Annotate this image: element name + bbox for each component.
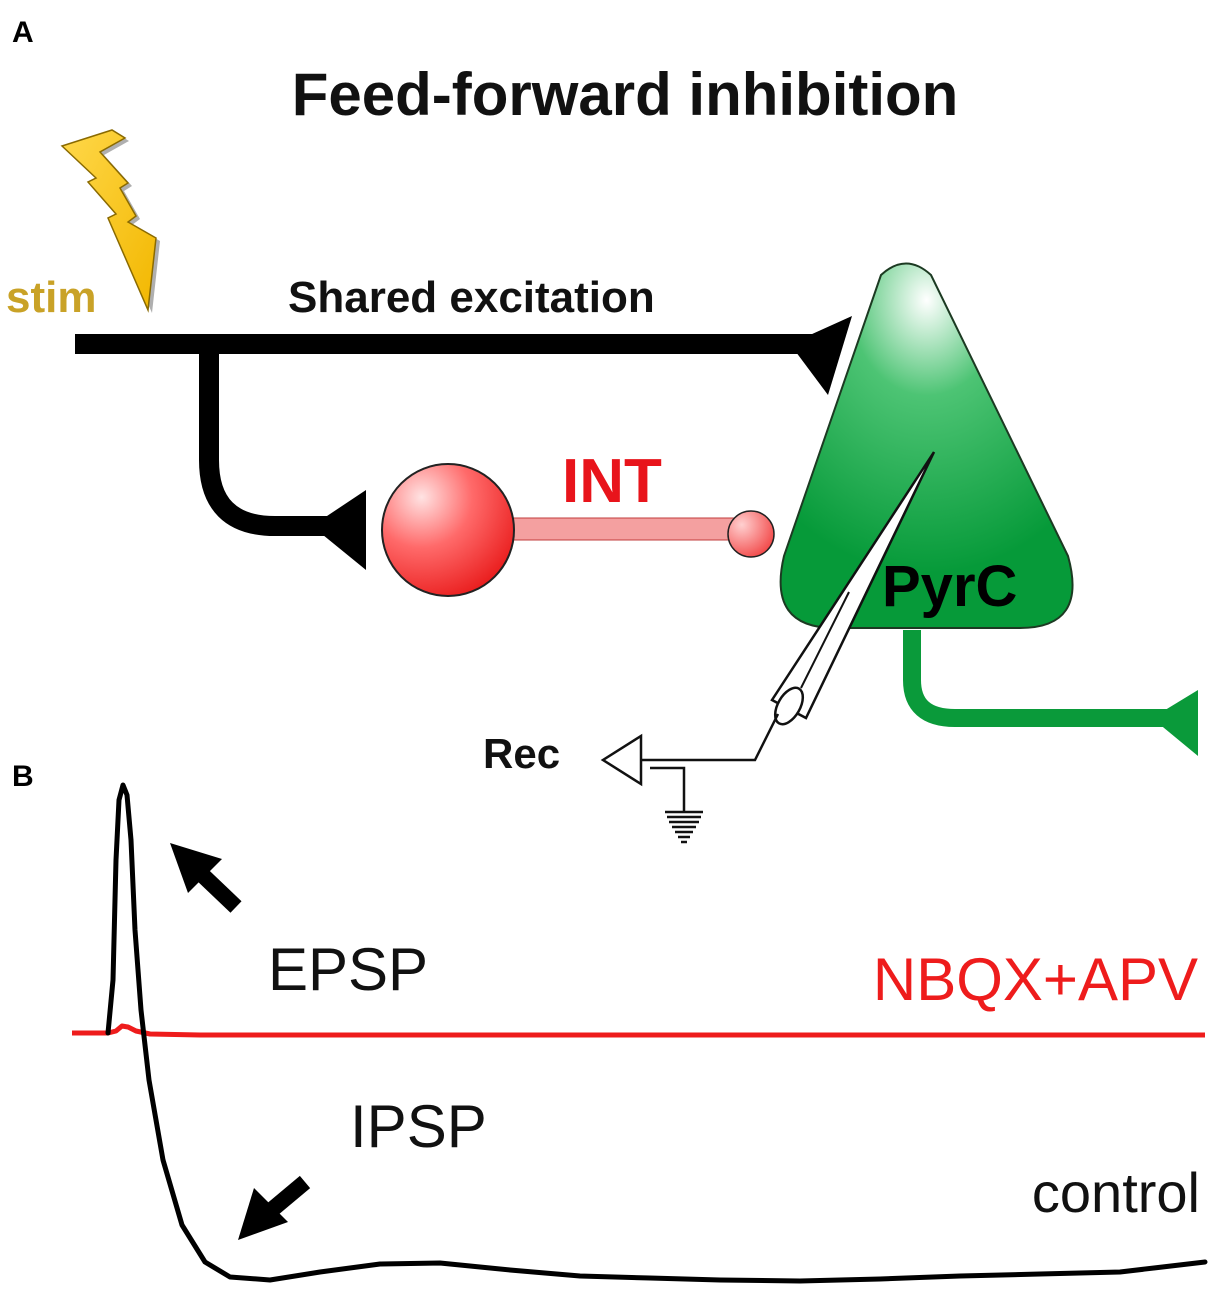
ground-icon	[665, 810, 703, 844]
interneuron-label: INT	[562, 447, 662, 516]
nbqx-apv-label: NBQX+APV	[873, 946, 1198, 1013]
excitatory-synapse-pyrc	[790, 316, 852, 395]
arrow-up-left-icon	[170, 843, 242, 913]
shared-excitation-label: Shared excitation	[288, 273, 655, 322]
excitation-branch-to-int	[199, 344, 335, 536]
epsp-label: EPSP	[268, 936, 428, 1003]
control-label: control	[1032, 1161, 1200, 1224]
panel-b-label: B	[12, 760, 34, 793]
pyramidal-output-synapse	[1152, 690, 1198, 756]
amplifier-icon	[600, 733, 643, 787]
inhibitory-bouton	[727, 510, 775, 558]
figure-title: Feed-forward inhibition	[292, 61, 959, 128]
pyramidal-cell-label: PyrC	[882, 554, 1017, 619]
panel-a-label: A	[12, 16, 34, 49]
recording-label: Rec	[483, 730, 560, 777]
interneuron-soma	[381, 463, 515, 597]
lightning-bolt-icon	[60, 129, 160, 313]
arrow-down-left-icon	[238, 1175, 311, 1240]
pyramidal-axon	[903, 630, 1170, 727]
control-trace	[105, 782, 1208, 1284]
nbqx-apv-trace	[72, 1023, 1205, 1038]
stim-label: stim	[6, 273, 96, 322]
ipsp-label: IPSP	[350, 1093, 487, 1160]
pyramidal-cell-soma	[779, 262, 1074, 629]
excitatory-synapse-int	[312, 490, 366, 570]
recording-electrode-icon	[640, 451, 936, 812]
